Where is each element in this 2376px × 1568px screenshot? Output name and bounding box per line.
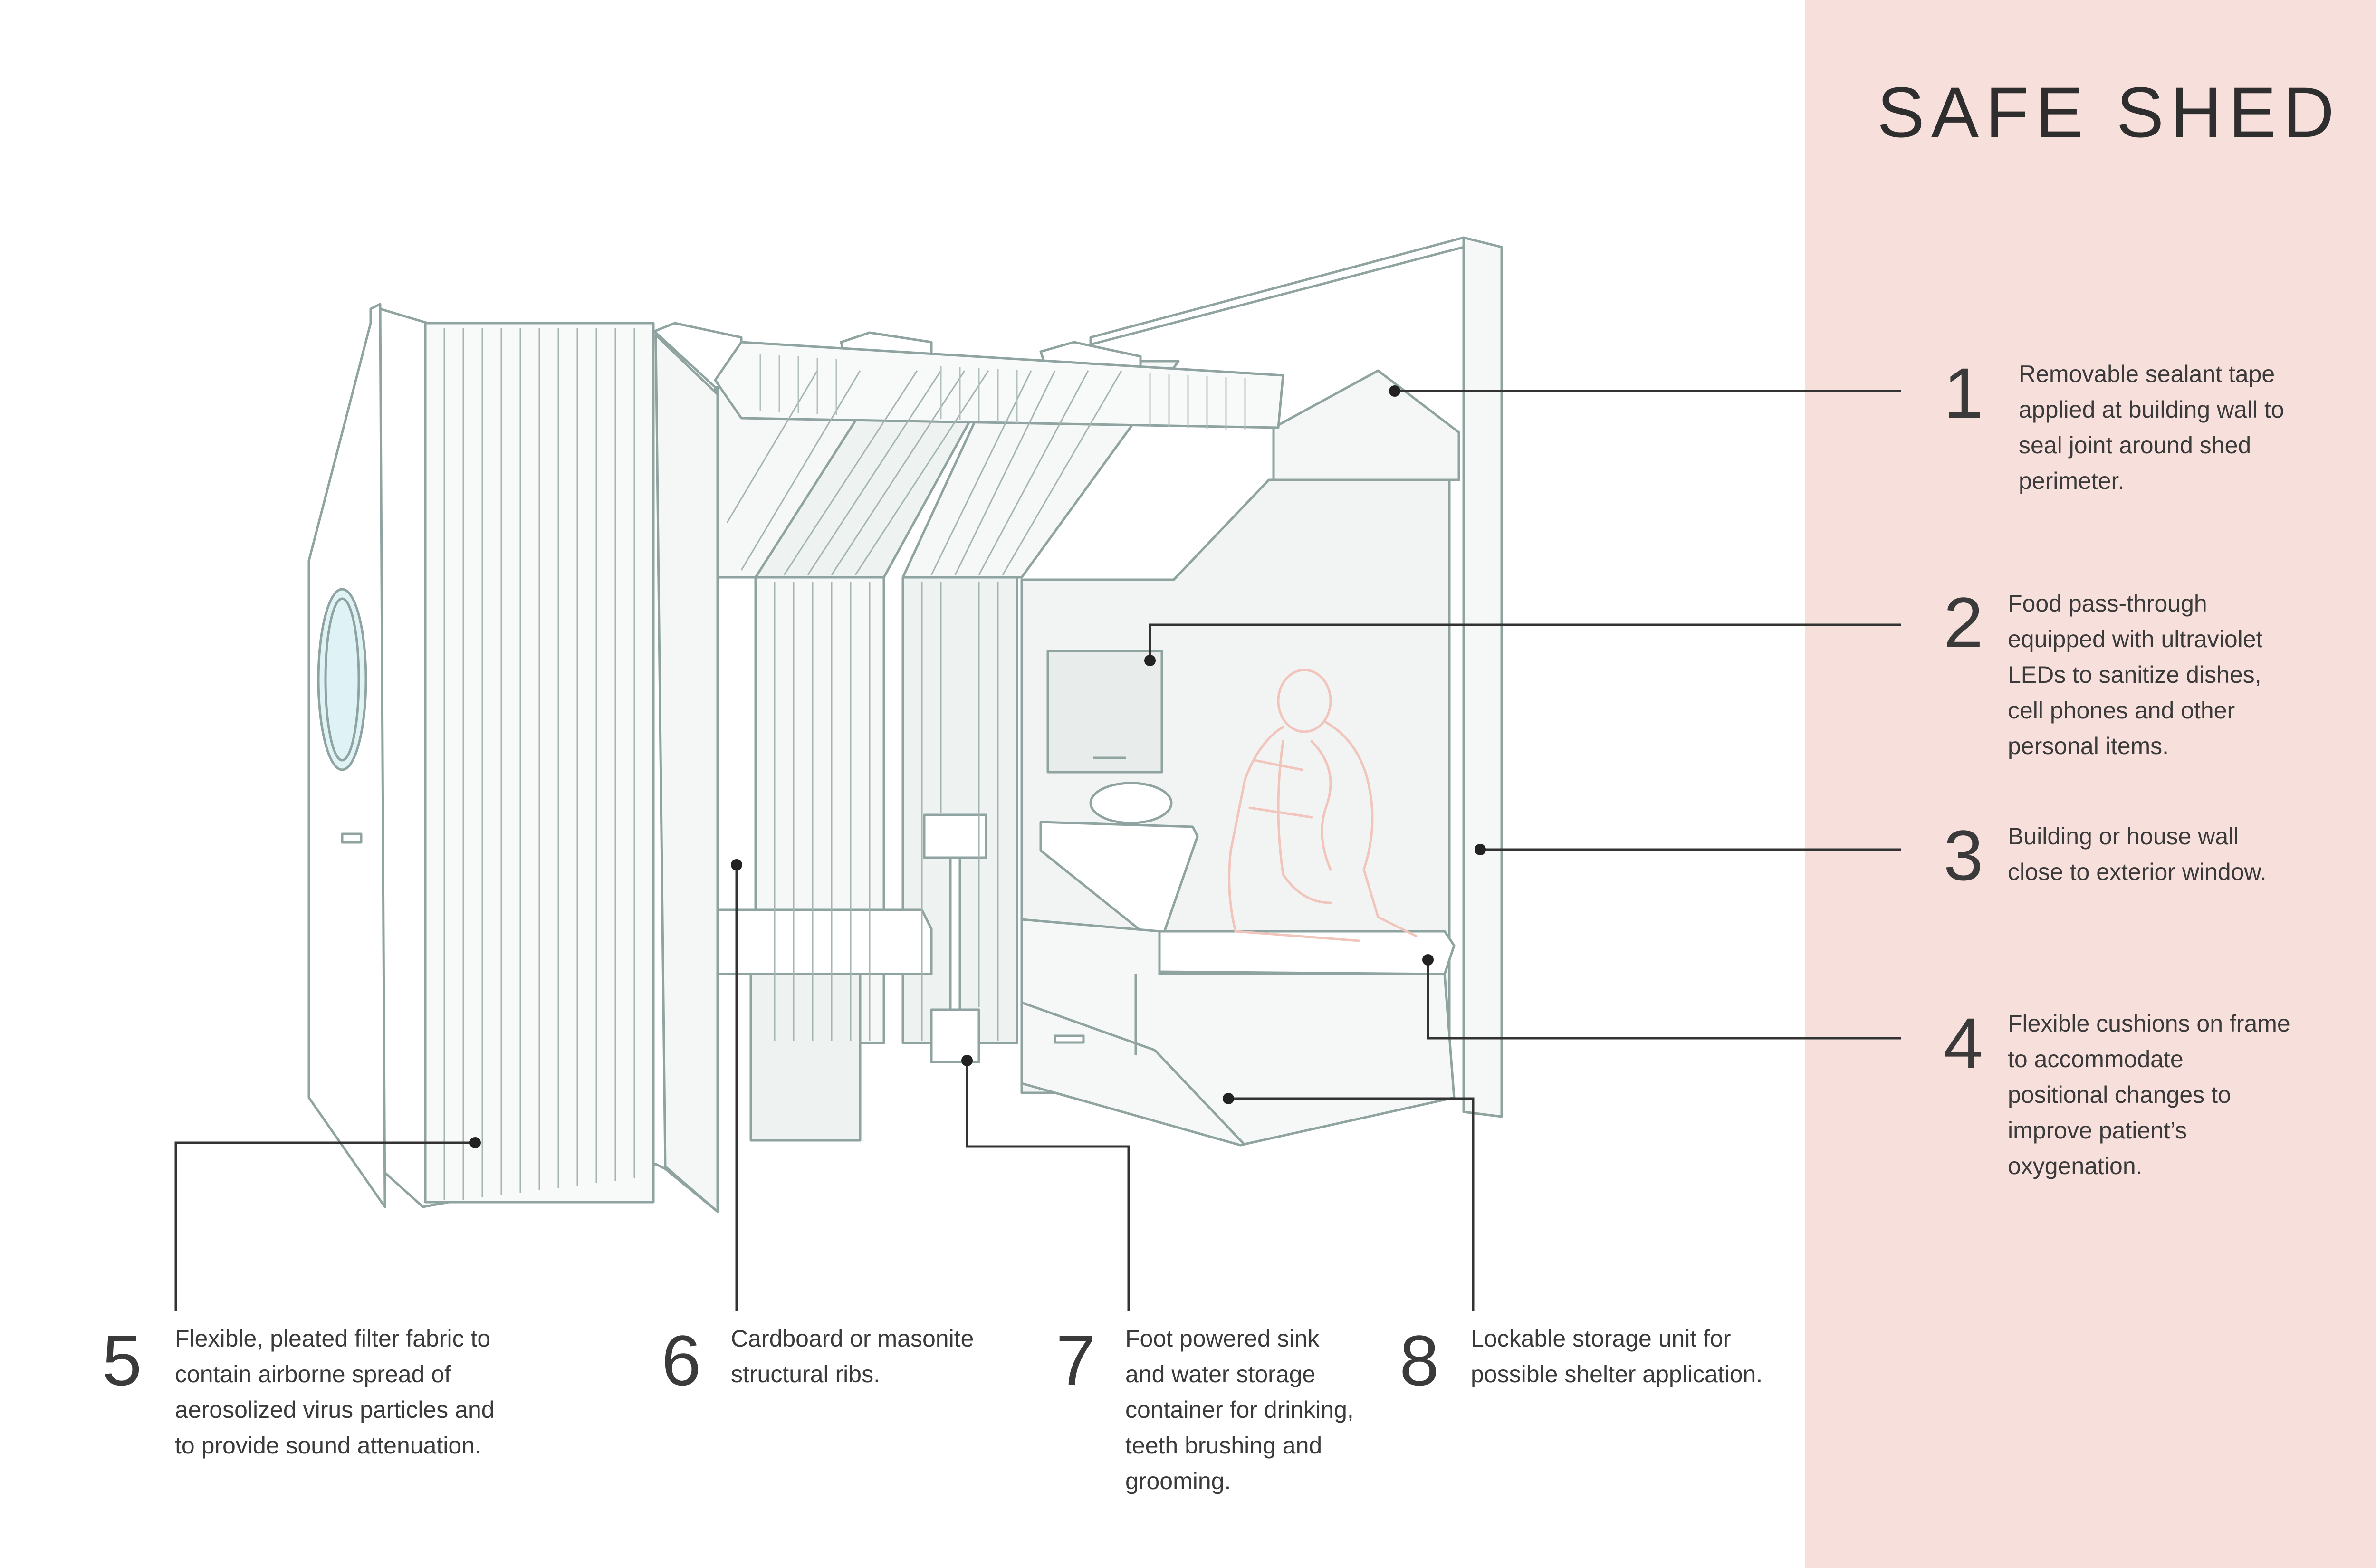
callout-6-text: Cardboard or masonite structural ribs.	[731, 1325, 974, 1387]
sink-basin	[923, 813, 987, 859]
callout-2-text: Food pass-through equipped with ultravio…	[2008, 590, 2263, 759]
callout-8-number: 8	[1399, 1320, 1439, 1400]
sink-post	[949, 856, 961, 1011]
callout-2-number: 2	[1944, 583, 1983, 662]
patient-figure	[1228, 669, 1418, 942]
desk-cabinet	[749, 973, 862, 1142]
callout-8-text: Lockable storage unit for possible shelt…	[1471, 1325, 1763, 1387]
roof-ribbed-span	[714, 341, 1284, 429]
desk-top	[716, 908, 933, 975]
callout-5-number: 5	[102, 1320, 142, 1400]
leader-5	[174, 1141, 475, 1311]
callout-7-number: 7	[1056, 1320, 1096, 1400]
callout-6-number: 6	[661, 1320, 701, 1400]
side-panel	[1805, 0, 2376, 1568]
filter-flap	[654, 334, 719, 1213]
roof-rib-lines	[759, 354, 1246, 430]
food-pass-through	[1046, 650, 1163, 774]
page-title: SAFE SHED	[1877, 72, 2341, 152]
porthole-window	[317, 588, 367, 771]
callout-4-number: 4	[1944, 1003, 1983, 1083]
building-wall	[1462, 236, 1503, 1118]
leader-2	[1149, 623, 1901, 660]
callout-1-number: 1	[1944, 353, 1983, 433]
door-handle	[341, 832, 363, 844]
leader-8	[1228, 1097, 1475, 1311]
bed-cushion-back	[1039, 821, 1199, 947]
storage-drawer-handle	[1054, 1034, 1085, 1044]
callout-5-text: Flexible, pleated filter fabric to conta…	[175, 1325, 495, 1459]
leader-dots	[469, 385, 1486, 1148]
callout-4-text: Flexible cushions on frame to accommodat…	[2008, 1010, 2290, 1179]
building-wall-top	[1089, 236, 1465, 346]
callout-3-text: Building or house wall close to exterior…	[2008, 823, 2267, 885]
rib-lines	[443, 328, 1122, 1200]
water-container	[930, 1008, 980, 1063]
callout-3-number: 3	[1944, 815, 1983, 895]
pillow	[1089, 782, 1173, 824]
leader-lines	[174, 390, 1901, 1311]
callout-7-text: Foot powered sink and water storage cont…	[1125, 1325, 1354, 1494]
leader-4	[1427, 960, 1901, 1040]
storage-unit	[1020, 918, 1456, 1147]
roof-end-panel	[1272, 369, 1460, 481]
callout-1-text: Removable sealant tape applied at buildi…	[2019, 361, 2284, 494]
leader-7	[966, 1061, 1130, 1311]
